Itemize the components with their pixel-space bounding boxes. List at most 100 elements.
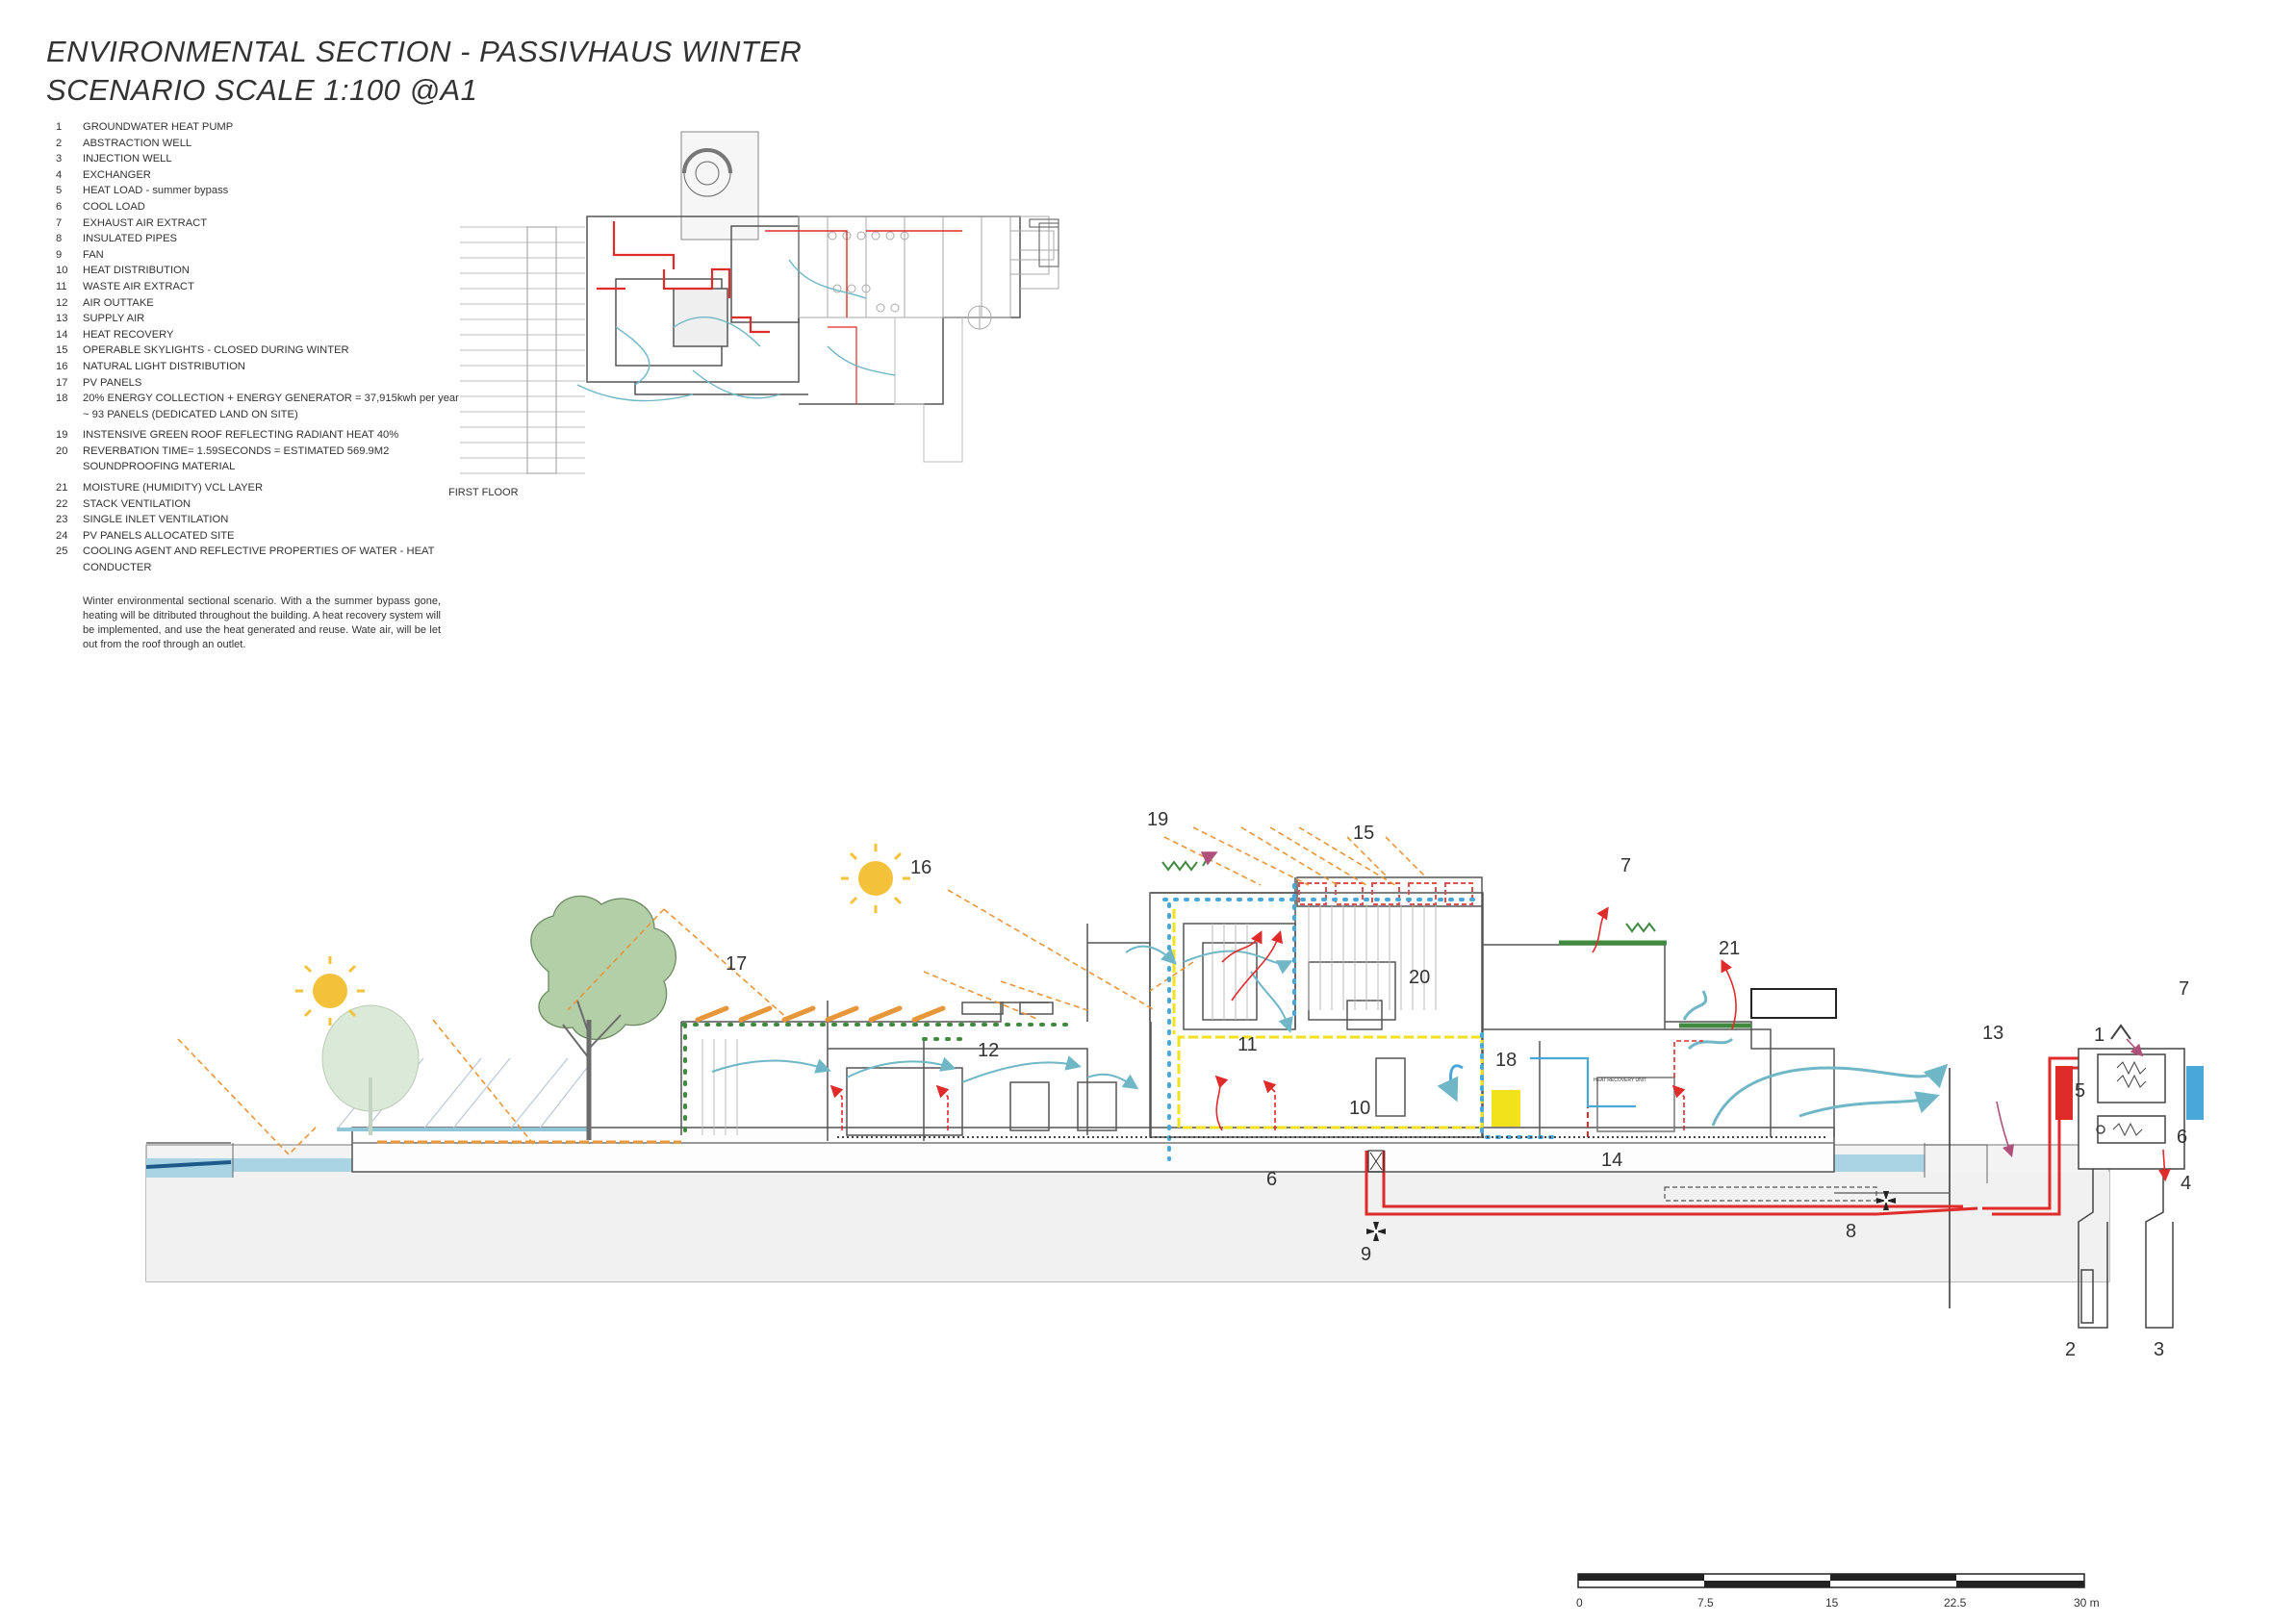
- scale-tick-4: 30 m: [2074, 1596, 2100, 1610]
- heat-flow-arrows: [829, 906, 2171, 1182]
- plan-heat-routes: [597, 221, 962, 404]
- unit-label: HEAT RECOVERY UNIT: [1594, 1078, 1646, 1083]
- legend-item-number: 11: [56, 280, 67, 292]
- water-pool-mid: [233, 1158, 352, 1172]
- legend-item-number: 15: [56, 344, 68, 357]
- legend-item-number: 17: [56, 376, 68, 389]
- legend-item-text: PV PANELS ALLOCATED SITE: [83, 529, 235, 542]
- label-18: 18: [1495, 1050, 1517, 1071]
- plan-main-walls: [586, 216, 1021, 405]
- legend-item: 2 ABSTRACTION WELL: [56, 136, 460, 152]
- fan-icon-9: [1366, 1222, 1386, 1241]
- legend-item-text: INJECTION WELL: [83, 153, 172, 165]
- pv-panels: [695, 1005, 946, 1023]
- legend-item-number: 5: [56, 185, 63, 197]
- scale-bar: 0 7.5 15 22.5 30 m: [1576, 1573, 2100, 1610]
- legend-item-text: HEAT LOAD - summer bypass: [83, 185, 229, 197]
- legend-item: 15 OPERABLE SKYLIGHTS - CLOSED DURING WIN…: [56, 342, 460, 359]
- energy-generator: [1492, 1090, 1520, 1127]
- section-number-labels: 1 2 3 4 5 6 6 7 7 8 9 10 11 12 13 14 15 …: [726, 809, 2191, 1360]
- label-7a: 7: [1620, 855, 1631, 876]
- legend-item-text: EXHAUST AIR EXTRACT: [83, 216, 208, 229]
- label-12: 12: [978, 1040, 999, 1061]
- legend-item-text: ABSTRACTION WELL: [83, 137, 192, 149]
- label-14: 14: [1601, 1150, 1622, 1171]
- legend-item-text: OPERABLE SKYLIGHTS - CLOSED DURING WINTE…: [83, 344, 349, 357]
- label-1: 1: [2094, 1025, 2105, 1046]
- title-line-1: ENVIRONMENTAL SECTION - PASSIVHAUS WINTE…: [46, 35, 803, 68]
- legend-item-text: SUPPLY AIR: [83, 313, 145, 325]
- legend-item-number: 22: [56, 497, 68, 510]
- legend-item-number: 8: [56, 233, 63, 245]
- legend-item-text: NATURAL LIGHT DISTRIBUTION: [83, 360, 245, 372]
- acoustic-baffles: [702, 904, 1437, 1135]
- legend-item-text: FAN: [83, 248, 104, 261]
- label-21: 21: [1719, 938, 1740, 959]
- legend-item-number: 24: [56, 529, 68, 542]
- label-20: 20: [1409, 967, 1430, 988]
- legend-item-text: MOISTURE (HUMIDITY) VCL LAYER: [83, 482, 264, 495]
- plan-right-wing: [798, 216, 1059, 463]
- page-title: ENVIRONMENTAL SECTION - PASSIVHAUS WINTE…: [46, 33, 802, 110]
- legend-item-number: 2: [56, 137, 63, 149]
- label-8: 8: [1846, 1221, 1856, 1242]
- sun-icon-right: [841, 844, 910, 913]
- fan-icon-8: [1876, 1191, 1896, 1210]
- first-floor-plan: [460, 131, 1059, 474]
- legend-item-text: HEAT DISTRIBUTION: [83, 265, 190, 277]
- legend-item-number: 20: [56, 444, 68, 457]
- label-3: 3: [2154, 1339, 2164, 1360]
- legend-item-number: 14: [56, 328, 68, 341]
- label-19: 19: [1147, 809, 1168, 830]
- legend-item-number: 3: [56, 153, 63, 165]
- heat-recovery-duct: [1664, 1186, 1950, 1202]
- legend-item-number: 23: [56, 514, 68, 526]
- legend-item-number: 18: [56, 393, 68, 405]
- green-roof: [681, 940, 1751, 1137]
- legend-item: 5 HEAT LOAD - summer bypass: [56, 183, 460, 199]
- label-6a: 6: [1266, 1169, 1277, 1190]
- legend-item-number: 25: [56, 545, 68, 558]
- label-10: 10: [1349, 1098, 1370, 1119]
- legend-item: 21 MOISTURE (HUMIDITY) VCL LAYER: [56, 480, 460, 496]
- legend-item-text: GROUNDWATER HEAT PUMP: [83, 121, 234, 133]
- legend-item-number: 21: [56, 482, 68, 495]
- legend-item-text: INSULATED PIPES: [83, 233, 178, 245]
- legend-item-text: COOL LOAD: [83, 200, 145, 213]
- legend-item-number: 6: [56, 200, 63, 213]
- legend-item-text: HEAT RECOVERY: [83, 328, 174, 341]
- legend-item-number: 9: [56, 248, 63, 261]
- natural-light-rays: [177, 826, 1425, 1156]
- skylights: [1298, 882, 1473, 905]
- legend-item-text: AIR OUTTAKE: [83, 296, 154, 309]
- label-15: 15: [1353, 823, 1374, 844]
- fans: [1366, 1150, 1896, 1241]
- legend-item-number: 1: [56, 121, 63, 133]
- trees: [321, 895, 676, 1140]
- legend-item: 17 PV PANELS: [56, 375, 460, 392]
- sun-icon-left: [295, 956, 365, 1026]
- legend-item-number: 10: [56, 265, 68, 277]
- legend-item-text: EXCHANGER: [83, 168, 151, 181]
- legend-item-text: INSTENSIVE GREEN ROOF REFLECTING RADIANT…: [83, 429, 399, 442]
- legend-item: 14 HEAT RECOVERY: [56, 327, 460, 343]
- air-supply-duct: [1530, 1056, 1636, 1108]
- title-line-2: SCENARIO SCALE 1:100 @A1: [46, 73, 478, 107]
- scale-tick-3: 22.5: [1944, 1596, 1967, 1610]
- ground-and-site: [145, 1068, 2110, 1308]
- suns: [295, 844, 910, 1026]
- label-17: 17: [726, 953, 747, 975]
- legend-item-text: PV PANELS: [83, 376, 142, 389]
- legend-item: 1 GROUNDWATER HEAT PUMP: [56, 119, 460, 136]
- legend-item-text: WASTE AIR EXTRACT: [83, 280, 194, 292]
- scale-tick-1: 7.5: [1697, 1596, 1714, 1610]
- label-5: 5: [2075, 1080, 2085, 1102]
- legend-item-number: 4: [56, 168, 63, 181]
- green-roof-radiation: [1161, 851, 1656, 933]
- legend-item: 11 WASTE AIR EXTRACT: [56, 279, 460, 295]
- label-2: 2: [2065, 1339, 2076, 1360]
